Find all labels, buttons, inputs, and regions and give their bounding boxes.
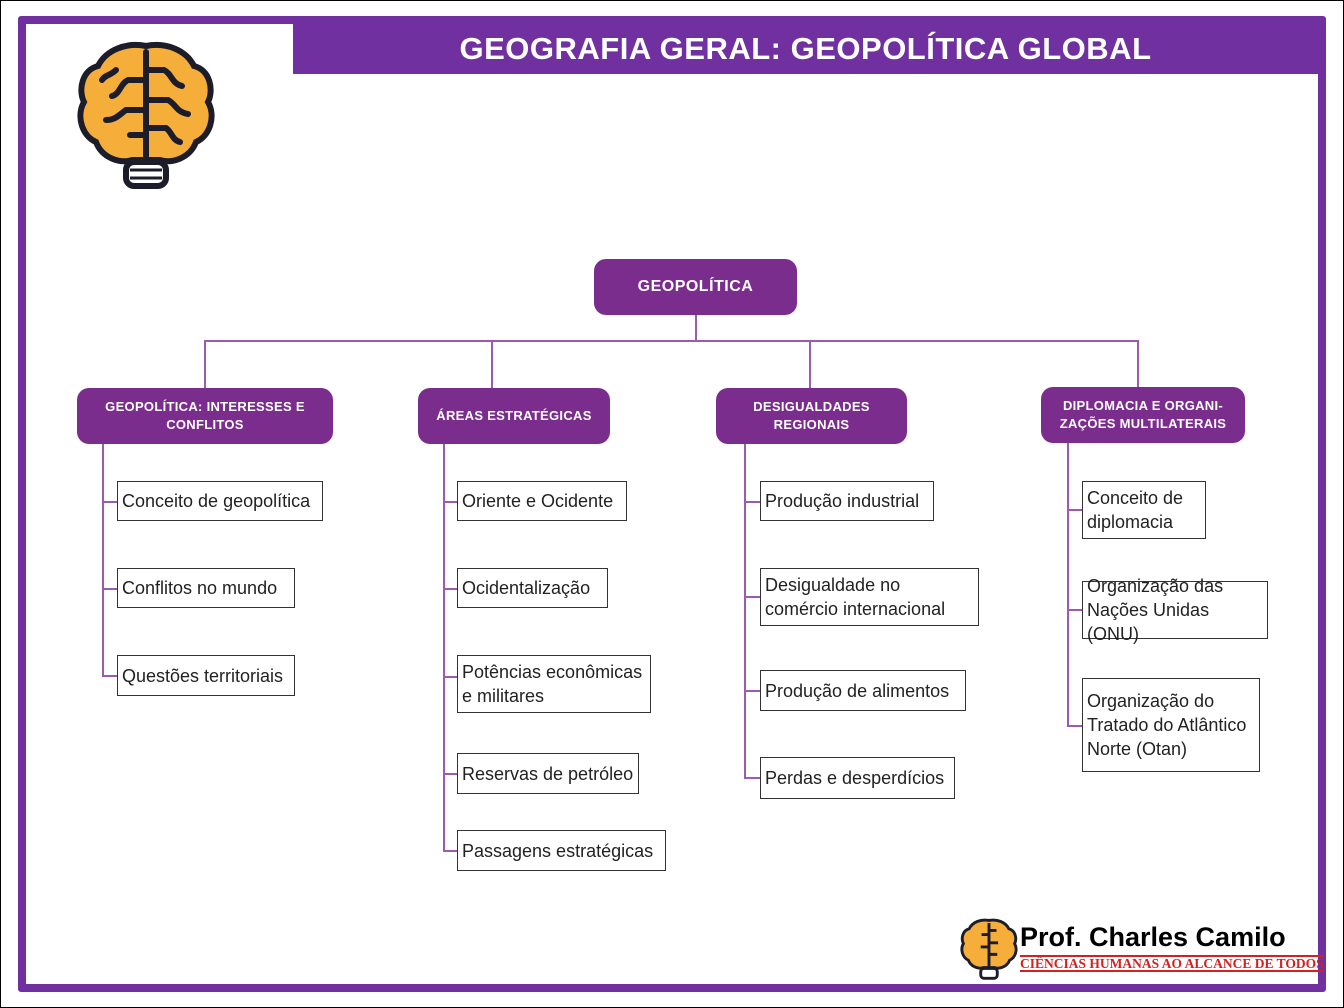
page-title: GEOGRAFIA GERAL: GEOPOLÍTICA GLOBAL	[293, 24, 1318, 74]
connector-line	[1067, 443, 1069, 726]
connector-line	[1067, 509, 1082, 511]
connector-line	[744, 444, 746, 778]
connector-line	[1067, 609, 1082, 611]
category-areas-estrategicas: ÁREAS ESTRATÉGICAS	[418, 388, 610, 444]
topic-box: Perdas e desperdícios	[760, 757, 955, 799]
connector-line	[102, 588, 117, 590]
connector-line	[102, 501, 117, 503]
connector-line	[443, 850, 457, 852]
brand-name: Prof. Charles Camilo	[1020, 922, 1286, 952]
connector-line	[1137, 340, 1139, 387]
connector-line	[744, 501, 760, 503]
connector-line	[443, 676, 457, 678]
topic-box: Reservas de petróleo	[457, 753, 639, 794]
category-interesses-conflitos: GEOPOLÍTICA: INTERESSES E CONFLITOS	[77, 388, 333, 444]
brain-logo-icon	[77, 42, 215, 189]
connector-line	[102, 444, 104, 676]
topic-box: Desigualdade no comércio internacional	[760, 568, 979, 626]
topic-box: Organização do Tratado do Atlântico Nort…	[1082, 678, 1260, 772]
brand-tagline: CIÊNCIAS HUMANAS AO ALCANCE DE TODOS	[1020, 955, 1324, 972]
brand-signature: Prof. Charles Camilo CIÊNCIAS HUMANAS AO…	[960, 918, 1324, 980]
topic-box: Conceito de geopolítica	[117, 481, 323, 521]
connector-line	[695, 315, 697, 342]
category-diplomacia-organizacoes: DIPLOMACIA E ORGANI-ZAÇÕES MULTILATERAIS	[1041, 387, 1245, 443]
topic-box: Conceito de diplomacia	[1082, 481, 1206, 539]
connector-line	[205, 340, 1139, 342]
topic-box: Produção de alimentos	[760, 670, 966, 711]
connector-line	[744, 690, 760, 692]
connector-line	[744, 596, 760, 598]
connector-line	[204, 340, 206, 388]
connector-line	[491, 340, 493, 388]
connector-line	[443, 501, 457, 503]
category-desigualdades-regionais: DESIGUALDADES REGIONAIS	[716, 388, 907, 444]
connector-line	[443, 773, 457, 775]
root-node-geopolitica: GEOPOLÍTICA	[594, 259, 797, 315]
connector-line	[102, 675, 117, 677]
topic-box: Organização das Nações Unidas (ONU)	[1082, 576, 1268, 644]
topic-box: Ocidentalização	[457, 568, 608, 608]
purple-frame	[18, 16, 1326, 992]
topic-box: Conflitos no mundo	[117, 568, 295, 608]
brain-logo-icon	[960, 918, 1018, 980]
connector-line	[809, 340, 811, 388]
connector-line	[744, 777, 760, 779]
connector-line	[443, 588, 457, 590]
connector-line	[1067, 725, 1082, 727]
topic-box: Produção industrial	[760, 481, 934, 521]
topic-box: Potências econômicas e militares	[457, 655, 651, 713]
connector-line	[443, 444, 445, 851]
topic-box: Oriente e Ocidente	[457, 481, 627, 521]
topic-box: Questões territoriais	[117, 655, 295, 696]
topic-box: Passagens estratégicas	[457, 830, 666, 871]
